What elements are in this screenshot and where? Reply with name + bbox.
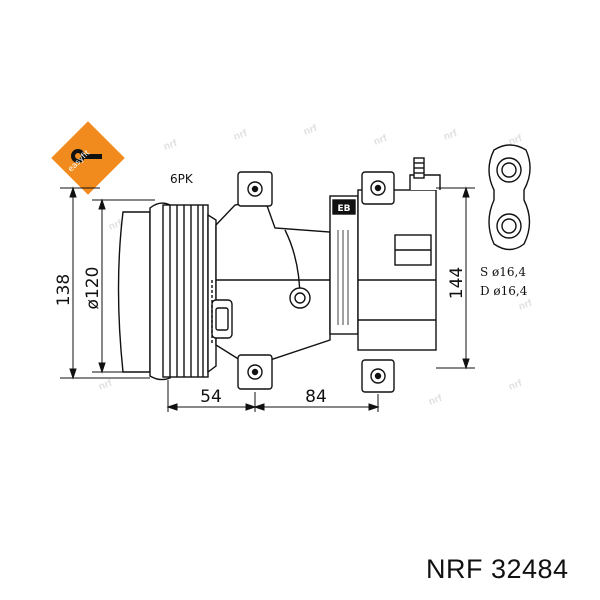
watermark-text: nrf bbox=[97, 378, 114, 393]
watermark-text: nrf bbox=[372, 133, 389, 148]
watermark-text: nrf bbox=[442, 128, 459, 143]
watermark-text: nrf bbox=[427, 393, 444, 408]
port-fitting bbox=[488, 144, 531, 251]
dimension-label-144: 144 bbox=[447, 267, 467, 299]
watermark-text: nrf bbox=[232, 128, 249, 143]
watermark-text: nrf bbox=[162, 138, 179, 153]
dimension-144 bbox=[436, 186, 475, 370]
dimension-label-diameter: ø120 bbox=[83, 267, 103, 310]
part-number-label: NRF 32484 bbox=[426, 554, 569, 584]
watermark-text: nrf bbox=[302, 123, 319, 138]
front-housing bbox=[211, 171, 331, 390]
dimension-label-54: 54 bbox=[200, 387, 222, 407]
pulley bbox=[117, 202, 217, 381]
dimension-label-138: 138 bbox=[54, 274, 74, 306]
dimension-lengths bbox=[166, 380, 380, 412]
watermark-text: nrf bbox=[517, 298, 534, 313]
dimension-label-84: 84 bbox=[305, 387, 327, 407]
body-tag-label: EB bbox=[337, 204, 350, 214]
easyfit-badge: easyfit bbox=[51, 121, 125, 195]
rear-body bbox=[357, 157, 441, 393]
belt-type-label: 6PK bbox=[170, 172, 194, 186]
watermark-text: nrf bbox=[507, 133, 524, 148]
watermark-text: nrf bbox=[107, 218, 124, 233]
suction-port-label: S ø16,4 bbox=[480, 265, 526, 279]
watermark-text: nrf bbox=[507, 378, 524, 393]
discharge-port-label: D ø16,4 bbox=[480, 284, 528, 298]
wrench-icon bbox=[71, 149, 102, 163]
dimension-138 bbox=[60, 186, 150, 380]
label-plate bbox=[329, 195, 359, 335]
